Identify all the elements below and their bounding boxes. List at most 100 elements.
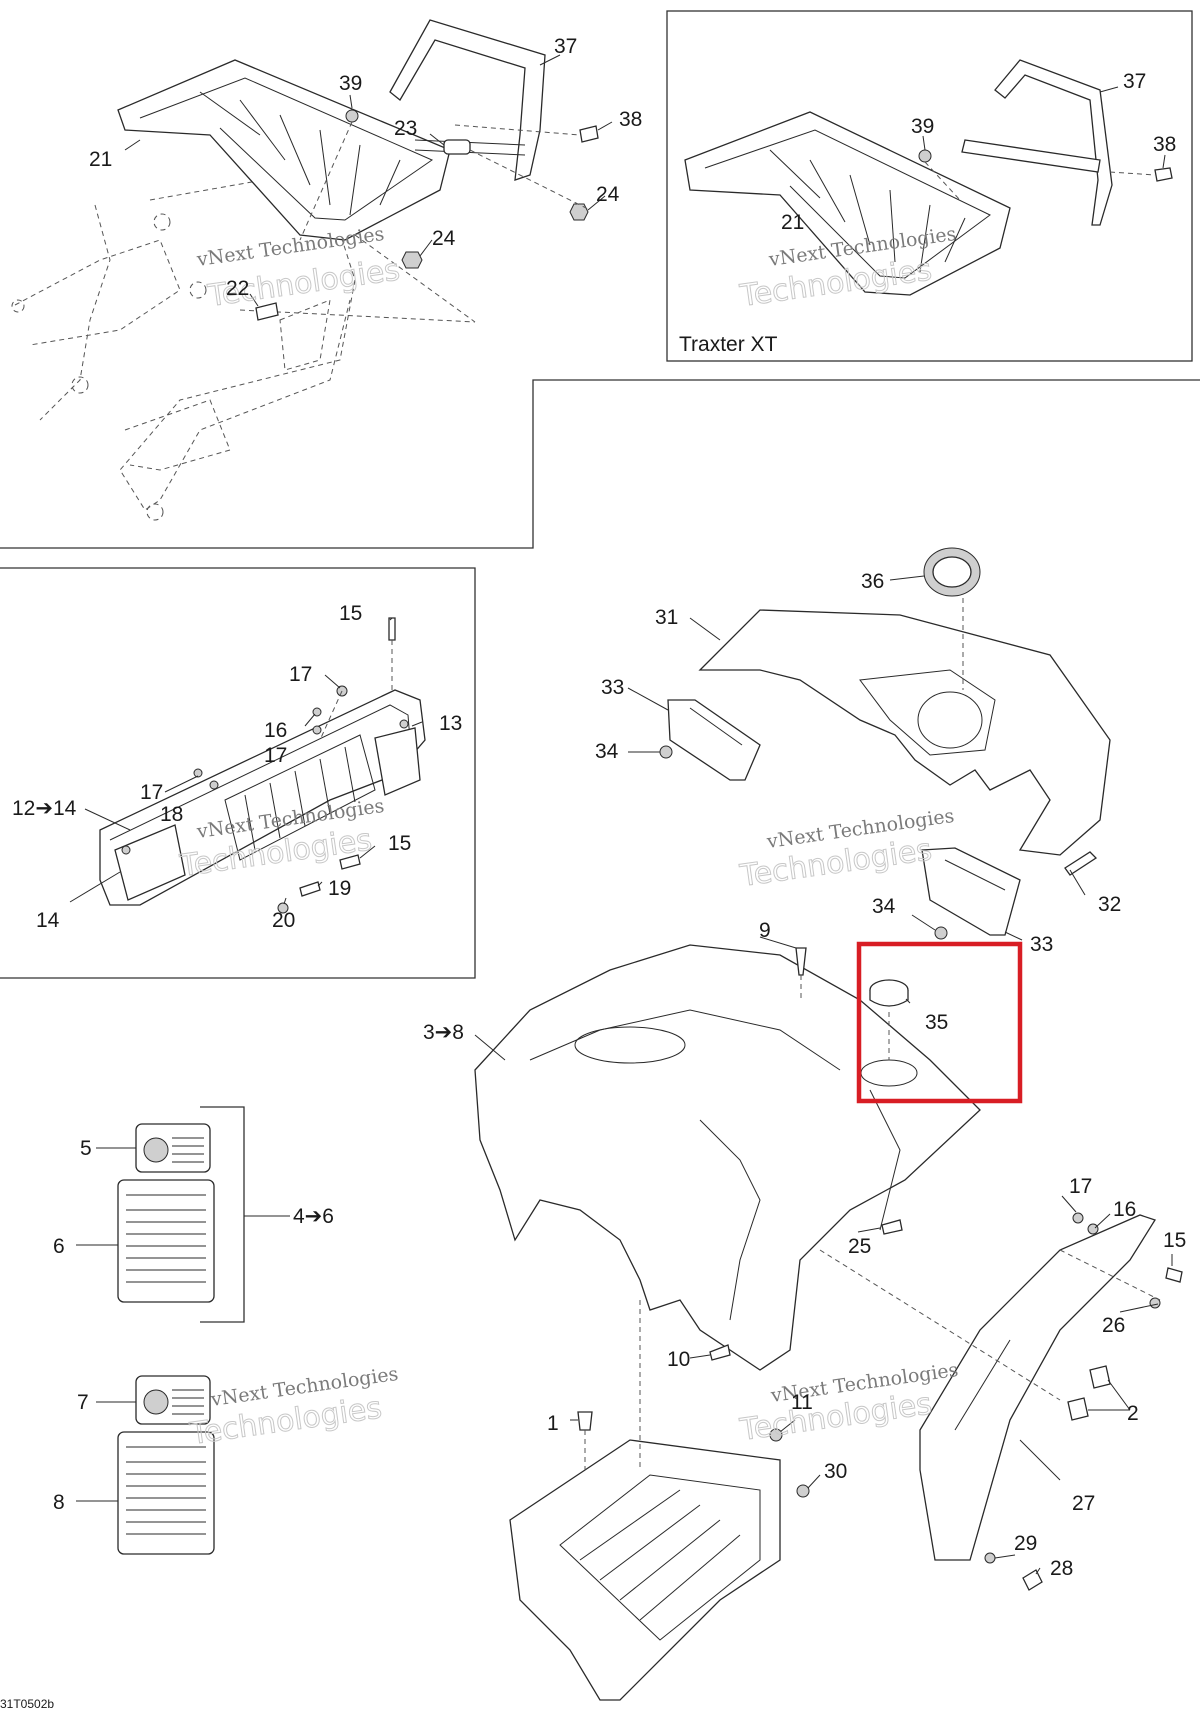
- callout-6: 6: [53, 1235, 65, 1258]
- callout-29: 29: [1014, 1532, 1037, 1555]
- bolt-1: [577, 1411, 593, 1431]
- traxter-xt-guard: [961, 59, 1113, 226]
- callout-34: 34: [595, 740, 619, 763]
- bumper-washer-18: [209, 780, 219, 790]
- push-rivet-2-b: [1067, 1397, 1089, 1421]
- nut-24-lower: [401, 251, 423, 269]
- washer-34: [659, 745, 673, 759]
- clip-32: [1064, 851, 1098, 876]
- bolt-22: [255, 302, 279, 321]
- highlight-cap-35: [860, 979, 918, 1087]
- callout-19: 19: [328, 877, 351, 900]
- callout-17-c: 17: [140, 781, 163, 804]
- washer-34-b: [934, 926, 948, 940]
- rear-rack-section-frame: [0, 379, 1200, 549]
- callout-12-to-14: 12➔14: [12, 797, 77, 820]
- watermarks: vNext Technologies Technologies vNext Te…: [177, 223, 960, 1453]
- callout-xt-37: 37: [1123, 70, 1146, 93]
- callout-5: 5: [80, 1137, 92, 1160]
- rear-rack: [117, 59, 451, 241]
- highlight-box: [856, 941, 1023, 1104]
- callout-38: 38: [619, 108, 642, 131]
- light-bracket-33-b: [921, 847, 1021, 936]
- callout-16-fender: 16: [1113, 1198, 1136, 1221]
- rear-fender-top: [698, 609, 1111, 856]
- bumper-bolt-15: [388, 617, 396, 641]
- callout-26: 26: [1102, 1314, 1125, 1337]
- decal-8: [117, 1431, 215, 1555]
- callout-13: 13: [439, 712, 462, 735]
- callout-28: 28: [1050, 1557, 1073, 1580]
- nut-24: [569, 203, 589, 221]
- callout-34-b: 34: [872, 895, 896, 918]
- callout-xt-38: 38: [1153, 133, 1176, 156]
- callout-33: 33: [601, 676, 624, 699]
- side-fender: [919, 1214, 1156, 1561]
- rear-rack-guard: [389, 19, 546, 181]
- traxter-xt-caption: Traxter XT: [679, 333, 778, 356]
- callout-30: 30: [824, 1460, 847, 1483]
- bumper-inset-frame: [0, 567, 476, 979]
- callout-20: 20: [272, 909, 295, 932]
- callout-18: 18: [160, 803, 183, 826]
- bolt-15-fender: [1165, 1267, 1183, 1283]
- callout-4-to-6: 4➔6: [293, 1205, 334, 1228]
- bumper-bolt-15-b: [339, 854, 361, 870]
- callout-24-lower: 24: [432, 227, 456, 250]
- light-bracket-33: [667, 699, 761, 781]
- nut-11: [769, 1428, 783, 1442]
- callout-10: 10: [667, 1348, 690, 1371]
- spacer-23: [443, 139, 471, 155]
- callout-37: 37: [554, 35, 577, 58]
- callout-31: 31: [655, 606, 678, 629]
- fuel-cap-ring-36-inner: [932, 556, 972, 588]
- washer-16-fender: [1087, 1223, 1099, 1235]
- callout-2: 2: [1127, 1402, 1139, 1425]
- callout-11: 11: [791, 1391, 813, 1414]
- callout-15-b: 15: [388, 832, 411, 855]
- bumper-nut-17-b: [312, 725, 322, 735]
- decal-5: [135, 1123, 211, 1173]
- callout-17-fender: 17: [1069, 1175, 1092, 1198]
- traxter-xt-inset-frame: [666, 10, 1193, 362]
- callout-17-b: 17: [264, 744, 287, 767]
- callout-1: 1: [547, 1412, 559, 1435]
- callout-22: 22: [226, 277, 249, 300]
- callout-27: 27: [1072, 1492, 1095, 1515]
- callout-15: 15: [339, 602, 362, 625]
- push-rivet-2: [1089, 1365, 1111, 1389]
- chassis-frame: [11, 169, 476, 521]
- callout-39: 39: [339, 72, 362, 95]
- callout-9: 9: [759, 919, 771, 942]
- nut-30: [796, 1484, 810, 1498]
- callout-32: 32: [1098, 893, 1121, 916]
- nut-17-fender: [1072, 1212, 1084, 1224]
- washer-29: [984, 1552, 996, 1564]
- bumper-washer-20: [277, 902, 289, 914]
- xt-bolt-38: [1154, 167, 1173, 182]
- callout-17: 17: [289, 663, 312, 686]
- callout-labels: 37 39 38 23 21 24 24 22 37 39 38 21 Trax…: [0, 35, 1186, 1711]
- callout-25: 25: [848, 1235, 871, 1258]
- leader-lines: [69, 54, 1173, 1575]
- callout-35: 35: [925, 1011, 948, 1034]
- callout-14: 14: [36, 909, 60, 932]
- bolt-38: [579, 125, 599, 143]
- drawing-code: 31T0502b: [0, 1697, 54, 1711]
- callout-21: 21: [89, 148, 112, 171]
- traxter-xt-rack: [684, 111, 1011, 296]
- bumper-bolt-19: [299, 881, 321, 897]
- rivet-25: [881, 1219, 903, 1235]
- callout-3-to-8: 3➔8: [423, 1021, 464, 1044]
- front-bumper: [99, 689, 426, 906]
- bumper-nut-17-c: [193, 768, 203, 778]
- callout-15-fender: 15: [1163, 1229, 1186, 1252]
- callout-xt-21: 21: [781, 211, 804, 234]
- decal-6: [117, 1179, 215, 1303]
- decal-7: [135, 1375, 211, 1425]
- callout-7: 7: [77, 1391, 89, 1414]
- callout-33-b: 33: [1030, 933, 1053, 956]
- xt-nut-39: [918, 149, 932, 163]
- nut-39: [345, 109, 359, 123]
